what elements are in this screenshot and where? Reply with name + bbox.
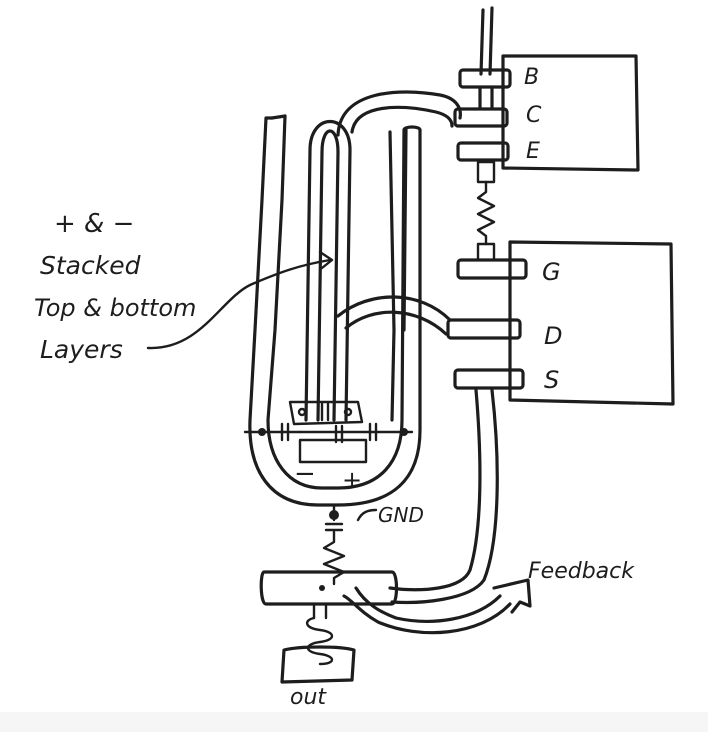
capacitor-cluster: − +	[243, 400, 414, 494]
bottom-strip	[0, 712, 708, 732]
stacked-label-line-1: Stacked	[40, 251, 141, 280]
gnd-label: GND	[378, 503, 424, 527]
out-connector: out	[280, 645, 356, 710]
stacked-annotation: + & − Stacked Top & bottom Layers	[34, 209, 334, 364]
pin-b-label: B	[524, 65, 539, 90]
pin-s-label: S	[544, 366, 559, 394]
resistor-e-g	[476, 160, 496, 262]
annotation-arrow	[146, 258, 332, 350]
input-wires	[479, 6, 494, 76]
feedback-label: Feedback	[528, 559, 635, 584]
pin-e-pad	[456, 141, 510, 162]
pin-c-label: C	[526, 103, 542, 128]
out-label: out	[290, 685, 327, 710]
ground-node: GND	[324, 503, 424, 532]
resistor-gnd	[322, 530, 346, 586]
output-coil	[306, 602, 334, 666]
plus-minus-label: + & −	[54, 209, 134, 239]
output-board	[259, 570, 399, 606]
pin-e-label: E	[526, 139, 540, 164]
bjt-transistor: B C E	[453, 54, 640, 172]
stacked-electrode-loops	[248, 90, 462, 507]
minus-label: −	[294, 459, 316, 489]
pin-d-pad	[446, 318, 522, 340]
pin-b-pad	[458, 68, 512, 89]
plus-label: +	[342, 466, 362, 494]
pin-c-pad	[453, 107, 509, 128]
pin-d-label: D	[544, 322, 562, 350]
stacked-label-line-3: Layers	[40, 335, 123, 364]
pin-s-pad	[453, 368, 525, 390]
fet-transistor: G D S	[446, 240, 675, 406]
pin-g-label: G	[542, 258, 561, 286]
feedback-loop: Feedback	[342, 388, 635, 635]
stacked-label-line-2: Top & bottom	[34, 294, 196, 322]
pin-g-pad	[456, 258, 528, 280]
